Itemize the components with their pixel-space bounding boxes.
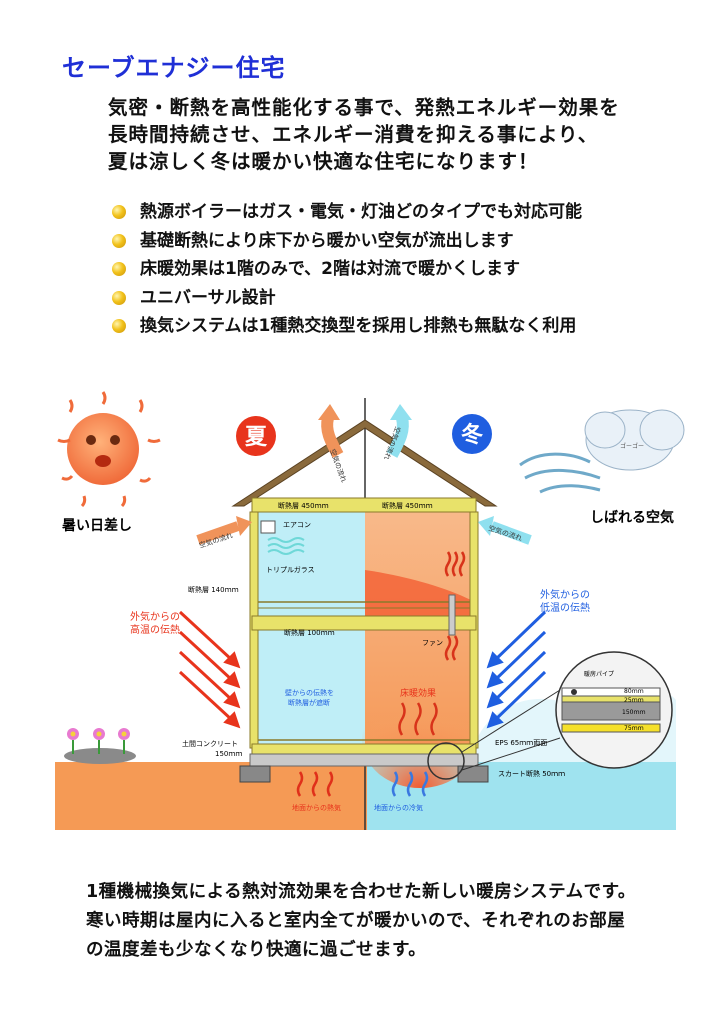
bullet-dot-icon	[112, 233, 126, 248]
aircon-label: エアコン	[283, 521, 311, 529]
fan-duct	[448, 594, 456, 636]
ground-cold-icon	[391, 771, 429, 797]
feature-list: 熱源ボイラーはガス・電気・灯油どのタイプでも対応可能 基礎断熱により床下から暖か…	[112, 199, 582, 342]
roof	[231, 419, 498, 507]
feature-text: 熱源ボイラーはガス・電気・灯油どのタイプでも対応可能	[140, 202, 582, 222]
wind-swirl-icon	[519, 452, 601, 494]
triple-glass-label: トリプルガラス	[266, 565, 315, 574]
left-footing	[239, 765, 271, 783]
footer-line: 寒い時期は屋内に入ると室内全てが暖かいので、それぞれのお部屋	[86, 911, 626, 931]
feature-item: ユニバーサル設計	[112, 285, 582, 314]
outside-heat-arrows	[178, 610, 241, 729]
feature-item: 床暖効果は1階のみで、2階は対流で暖かくします	[112, 256, 582, 285]
footer-line: の温度差も少なくなり快適に過ごせます。	[86, 940, 427, 960]
footer-text: 1種機械換気による熱対流効果を合わせた新しい暖房システムです。 寒い時期は屋内に…	[86, 878, 636, 965]
eave-flow-left-arrowhead	[236, 516, 252, 536]
feature-text: 換気システムは1種熱交換型を採用し排熱も無駄なく利用	[140, 316, 577, 336]
flowers-icon	[64, 728, 136, 764]
feature-item: 熱源ボイラーはガス・電気・灯油どのタイプでも対応可能	[112, 199, 582, 228]
second-floor-slab	[251, 615, 477, 631]
winter-badge-label: 冬	[461, 422, 483, 448]
intro-line: 夏は涼しく冬は暖かい快適な住宅になります！	[108, 150, 539, 173]
bullet-dot-icon	[112, 205, 126, 219]
ground-heat-icon	[296, 771, 334, 797]
floor-insulation-label: 断熱層 100ｍｍ	[284, 628, 335, 637]
summer-caption: 暑い日差し	[62, 517, 132, 534]
skirt-label: スカート断熱 50ｍｍ	[498, 769, 565, 778]
ground-heat-label: 地面からの熱気	[292, 803, 341, 812]
winter-badge	[452, 414, 492, 454]
outside-heat-label: 高温の伝熱	[130, 623, 180, 636]
intro-text: 気密・断熱を高性能化する事で、発熱エネルギー効果を 長時間持続させ、エネルギー消…	[108, 94, 620, 175]
wall-block-label: 断熱層が遮断	[288, 698, 330, 707]
concrete-slab	[251, 743, 477, 755]
eave-flow-right-arrowhead	[478, 516, 494, 536]
roof-flow-left-arrow	[321, 416, 344, 458]
concrete-label: 150ｍｍ	[215, 750, 242, 758]
feature-item: 換気システムは1種熱交換型を採用し排熱も無駄なく利用	[112, 313, 582, 342]
intro-line: 長時間持続させ、エネルギー消費を抑える事により、	[108, 123, 599, 146]
roof-flow-left-arrowhead	[318, 404, 340, 420]
outside-cold-arrows	[486, 610, 547, 729]
feature-item: 基礎断熱により床下から暖かい空気が流出します	[112, 228, 582, 257]
intro-line: 気密・断熱を高性能化する事で、発熱エネルギー効果を	[108, 96, 620, 119]
house-cross-section-diagram: 夏 冬 暑い日差し しばれる空気 空気の流れ 空気の流れ 空気の流れ 空気の流れ…	[55, 391, 685, 830]
detail-dim-label: 80ｍｍ	[624, 688, 644, 695]
detail-leader	[461, 737, 561, 771]
detail-layer-concrete	[561, 701, 661, 721]
summer-badge-label: 夏	[245, 425, 268, 450]
feature-text: ユニバーサル設計	[140, 287, 276, 308]
heating-pipe-icon	[571, 689, 577, 695]
roof-flow-left-label: 空気の流れ	[328, 448, 348, 484]
detail-leader	[461, 689, 561, 753]
ground-cold-label: 地面からの冷気	[374, 803, 423, 812]
detail-pipe-label: 暖房パイプ	[584, 670, 614, 678]
winter-warm-zone-upper	[365, 570, 471, 616]
eave-flow-left-arrow	[196, 521, 240, 545]
rising-heat-icon	[398, 551, 466, 736]
roof-insulation-left: 断熱層 450ｍｍ	[278, 501, 329, 510]
wall-insulation-label: 断熱層 140ｍｍ	[188, 585, 239, 594]
foundation	[249, 753, 479, 767]
eave-flow-right-arrow	[490, 521, 532, 545]
roof-flow-right-arrowhead	[390, 404, 412, 420]
cold-cloud-icon	[584, 409, 685, 471]
bullet-dot-icon	[112, 290, 126, 305]
footer-line: 1種機械換気による熱対流効果を合わせた新しい暖房システムです。	[86, 882, 636, 902]
sun-icon	[57, 391, 161, 508]
detail-layer-pipe	[561, 695, 661, 703]
wall-block-label: 壁からの伝熱を	[285, 688, 334, 697]
concrete-label: 土間コンクリート	[182, 739, 238, 748]
attic-insulation	[251, 497, 477, 513]
page-title: セーブエナジー住宅	[62, 54, 286, 82]
cloud-face-label: ゴーゴー	[620, 442, 644, 450]
detail-dim-label: 75ｍｍ	[624, 725, 644, 732]
roof-flow-right-arrow	[386, 416, 409, 458]
eps-label: EPS 65ｍｍ両面	[495, 739, 547, 747]
aircon-unit	[260, 520, 276, 534]
detail-callout-circle	[427, 742, 465, 780]
cool-air-waves	[267, 537, 305, 555]
fan-label: ファン	[422, 639, 443, 647]
detail-dim-label: 150ｍｍ	[622, 709, 645, 716]
floor-heating-label: 床暖効果	[400, 687, 436, 699]
feature-text: 基礎断熱により床下から暖かい空気が流出します	[140, 230, 514, 251]
summer-badge	[236, 416, 276, 456]
detail-dim-label: 25ｍｍ	[624, 697, 644, 704]
outside-heat-label: 外気からの	[130, 610, 180, 623]
outside-cold-label: 低温の伝熱	[540, 601, 590, 614]
bullet-dot-icon	[112, 319, 126, 333]
winter-caption: しばれる空気	[590, 509, 674, 526]
detail-layer-eps	[561, 723, 661, 733]
summer-ground	[55, 762, 367, 830]
feature-text: 床暖効果は1階のみで、2階は対流で暖かくします	[140, 259, 520, 279]
outside-cold-label: 外気からの	[540, 588, 590, 601]
bullet-dot-icon	[112, 262, 126, 276]
roof-insulation-right: 断熱層 450ｍｍ	[382, 501, 433, 510]
